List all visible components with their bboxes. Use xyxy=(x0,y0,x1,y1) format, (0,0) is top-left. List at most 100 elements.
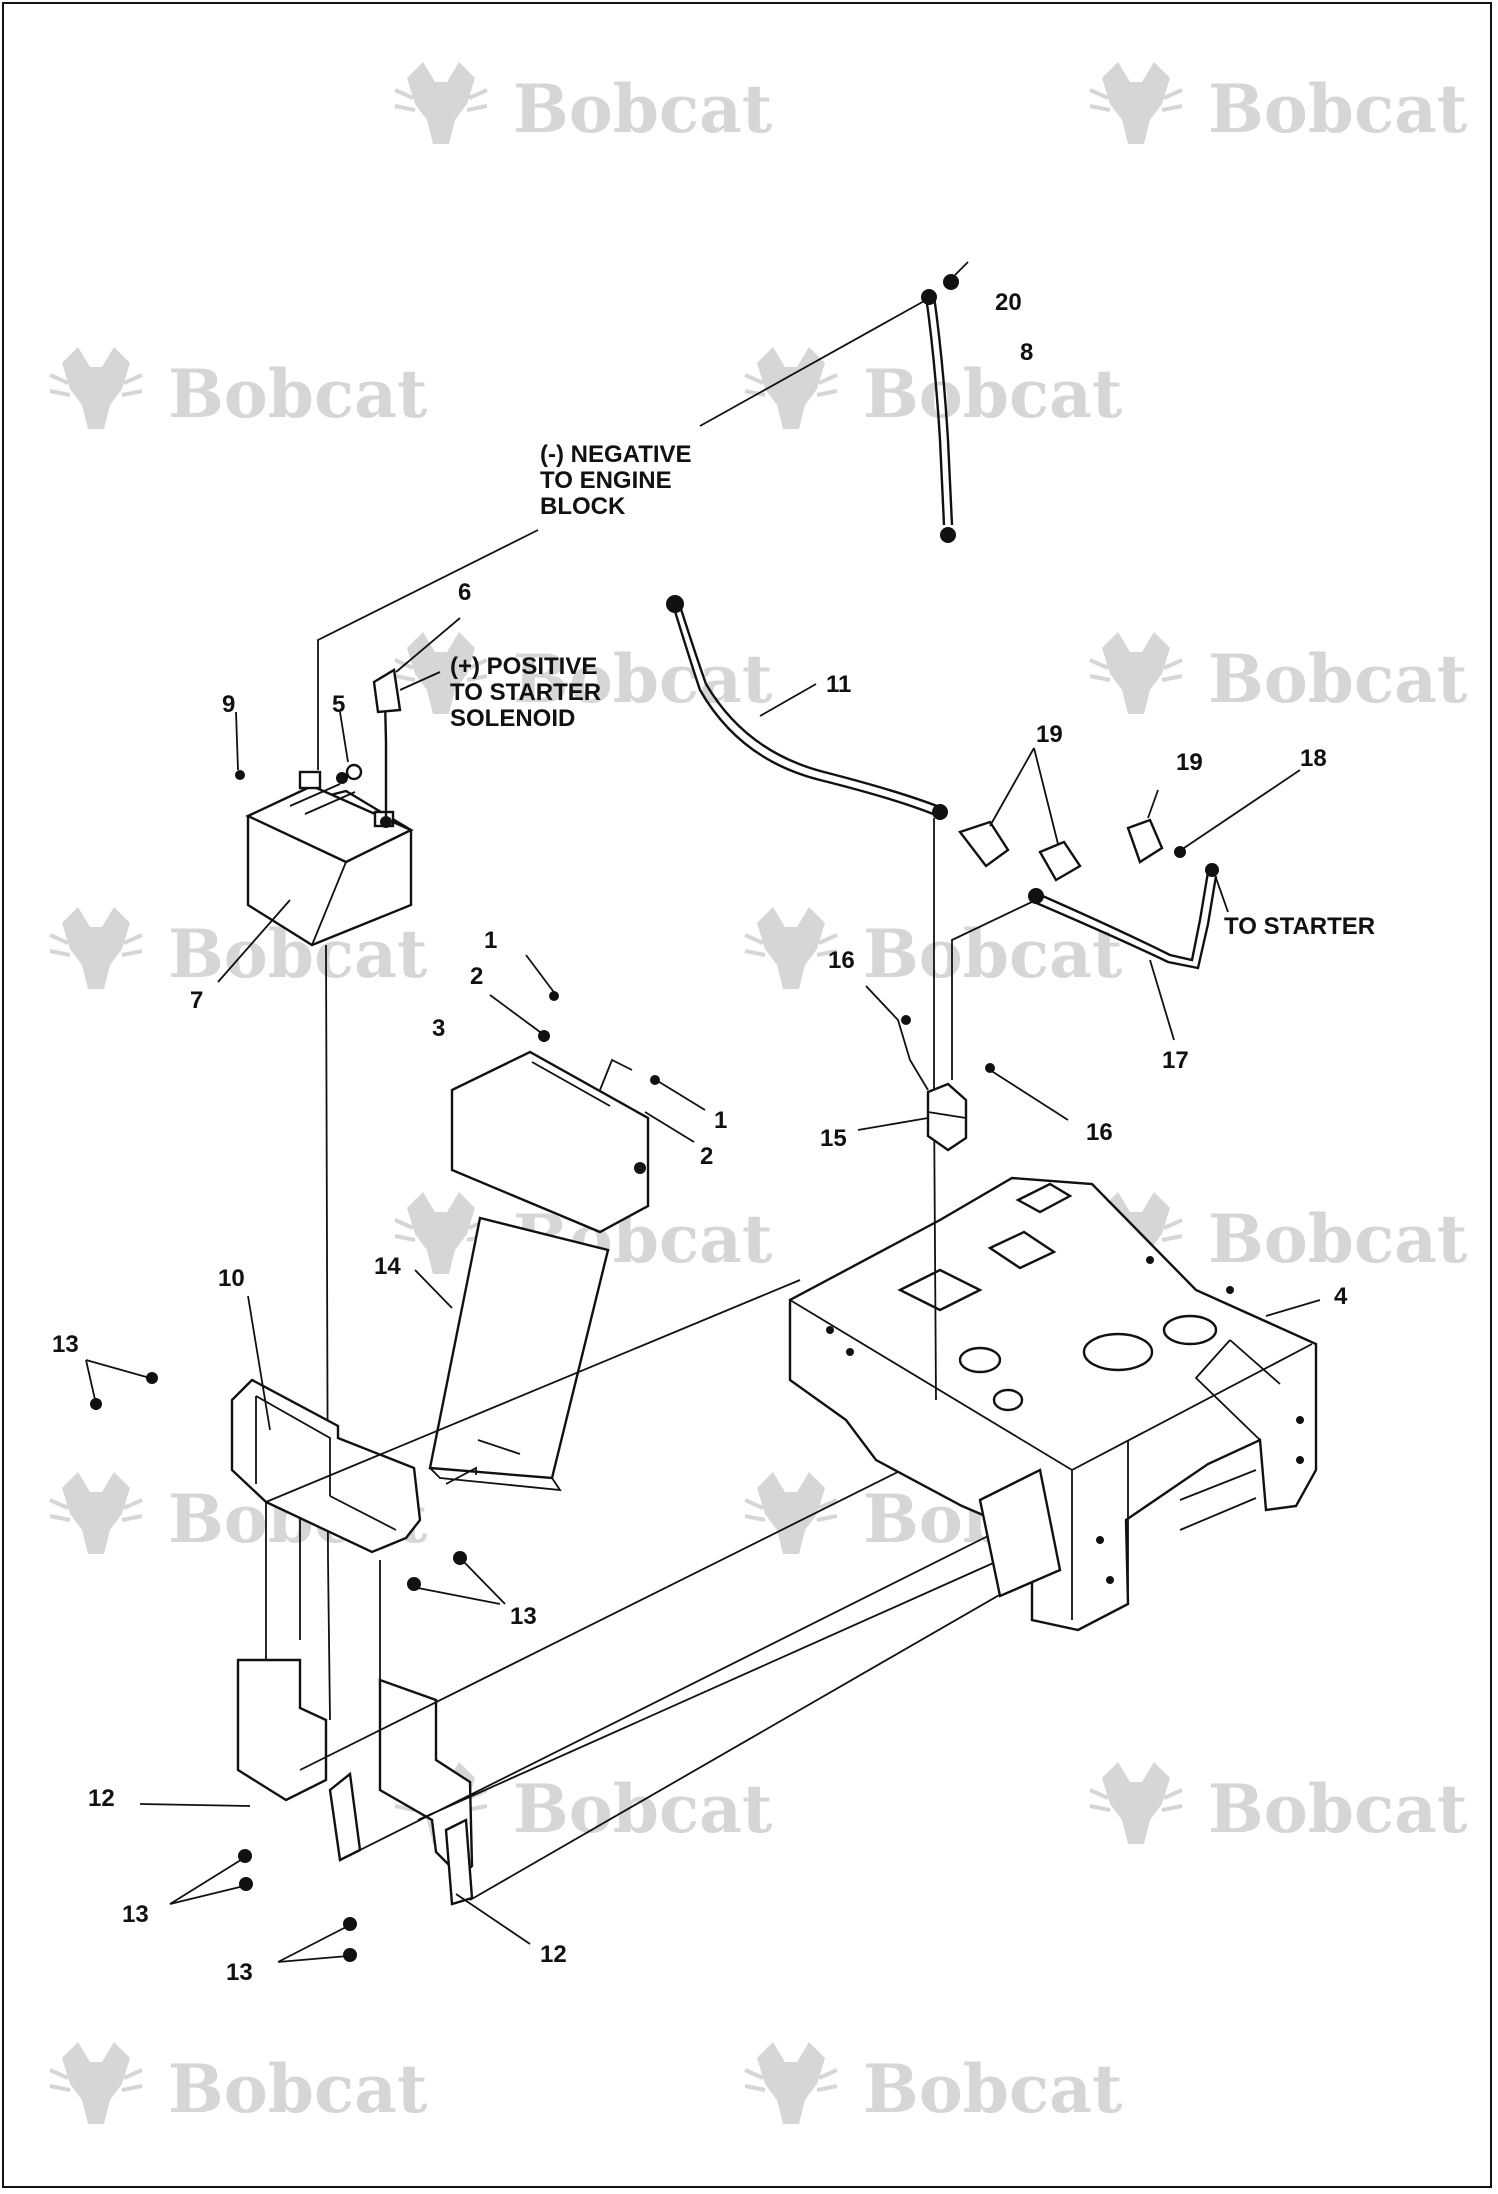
bobcat-logo-icon xyxy=(49,1472,143,1554)
item19-leaders xyxy=(989,747,1159,845)
watermark-text: Bobcat xyxy=(513,640,773,718)
item15-leader xyxy=(857,1117,929,1131)
cable-bracket xyxy=(926,1082,968,1152)
callout-3: 3 xyxy=(432,1015,445,1042)
bobcat-logo-icon xyxy=(1089,632,1183,714)
starter-note: TO STARTER xyxy=(1224,913,1375,940)
watermark: Bobcat xyxy=(394,632,773,718)
callout-16-right: 16 xyxy=(1086,1119,1113,1146)
callout-13-mid: 13 xyxy=(510,1603,537,1630)
bobcat-logo-icon xyxy=(394,1192,488,1274)
negative-note: (-) NEGATIVE TO ENGINE BLOCK xyxy=(540,441,692,520)
bobcat-logo-icon xyxy=(1089,1762,1183,1844)
item13-left-leaders xyxy=(85,1359,151,1405)
mounting-brackets xyxy=(236,1658,474,1906)
positive-cable xyxy=(666,595,948,820)
frame-assembly xyxy=(788,1176,1318,1632)
bobcat-logo-icon xyxy=(394,62,488,144)
bobcat-logo-icon xyxy=(1089,62,1183,144)
item1-lower-leader xyxy=(655,1079,706,1111)
negative-cable-leader xyxy=(317,529,539,770)
callout-5: 5 xyxy=(332,691,345,718)
watermark: Bobcat xyxy=(1089,1762,1468,1848)
nut-13b xyxy=(90,1398,102,1410)
callout-14: 14 xyxy=(374,1253,401,1280)
watermark: Bobcat xyxy=(49,347,428,433)
callout-8: 8 xyxy=(1020,339,1033,366)
mat-tie-line xyxy=(445,1466,477,1485)
bobcat-logo-icon xyxy=(744,347,838,429)
bolt-1-lower xyxy=(650,1075,660,1085)
watermark: Bobcat xyxy=(744,2042,1123,2128)
callout-6: 6 xyxy=(458,579,471,606)
watermark-layer: Bobcat Bobcat Bobcat Bobcat Bobcat Bobca… xyxy=(49,62,1468,2128)
callout-20: 20 xyxy=(995,289,1022,316)
callout-2-lower: 2 xyxy=(700,1143,713,1170)
callout-12-left: 12 xyxy=(88,1785,115,1812)
battery-tie-line xyxy=(325,944,331,1721)
item17-leader xyxy=(1149,959,1175,1041)
terminal-boots xyxy=(958,818,1164,882)
watermark-text: Bobcat xyxy=(863,915,1123,993)
callout-4: 4 xyxy=(1334,1283,1348,1310)
positive-cable-end xyxy=(372,668,402,714)
bobcat-logo-icon xyxy=(744,1472,838,1554)
positive-leader xyxy=(399,671,441,691)
bolt-9 xyxy=(235,770,245,780)
item6-leader xyxy=(395,617,461,673)
negative-leader xyxy=(699,299,927,427)
positive-note-line-2: TO STARTER xyxy=(450,679,601,706)
starter-cable-drop xyxy=(951,899,1037,1080)
battery-mat xyxy=(428,1216,610,1492)
watermark-text: Bobcat xyxy=(513,70,773,148)
negative-note-line-1: (-) NEGATIVE xyxy=(540,441,692,468)
item4-leader xyxy=(1265,1299,1321,1317)
bolt-13-l3 xyxy=(343,1917,357,1931)
callout-7: 7 xyxy=(190,987,203,1014)
item16-right-leader xyxy=(989,1069,1069,1121)
callout-12-right: 12 xyxy=(540,1941,567,1968)
nut-5-leader xyxy=(339,711,349,763)
bobcat-logo-icon xyxy=(49,907,143,989)
bolt-16a xyxy=(901,1015,911,1025)
bolt-13-l4 xyxy=(343,1948,357,1962)
callout-10: 10 xyxy=(218,1265,245,1292)
bobcat-logo-icon xyxy=(49,2042,143,2124)
watermark-text: Bobcat xyxy=(1208,640,1468,718)
nut-13d xyxy=(407,1577,421,1591)
positive-note-line-1: (+) POSITIVE xyxy=(450,653,597,680)
item16-left-leader xyxy=(865,985,929,1091)
bobcat-logo-icon xyxy=(744,907,838,989)
watermark-text: Bobcat xyxy=(863,2050,1123,2128)
bobcat-logo-icon xyxy=(49,347,143,429)
watermark-text: Bobcat xyxy=(168,355,428,433)
nut-18 xyxy=(1174,846,1186,858)
item18-leader xyxy=(1183,769,1301,849)
watermark: Bobcat xyxy=(744,347,1123,433)
battery-tray xyxy=(230,1378,422,1700)
watermark-text: Bobcat xyxy=(1208,1200,1468,1278)
positive-note: (+) POSITIVE TO STARTER SOLENOID xyxy=(450,653,601,732)
frame-tie-lines xyxy=(265,1279,1061,1901)
battery xyxy=(245,770,414,947)
callout-13-low-left: 13 xyxy=(122,1901,149,1928)
watermark-text: Bobcat xyxy=(513,1770,773,1848)
watermark: Bobcat xyxy=(1089,632,1468,718)
watermark-text: Bobcat xyxy=(1208,70,1468,148)
callout-19-right: 19 xyxy=(1176,749,1203,776)
watermark-text: Bobcat xyxy=(863,355,1123,433)
item2-lower-leader xyxy=(644,1111,695,1143)
item13-low-leaders xyxy=(169,1857,349,1963)
bobcat-logo-icon xyxy=(744,2042,838,2124)
callout-18: 18 xyxy=(1300,745,1327,772)
bolt-16b xyxy=(985,1063,995,1073)
positive-note-line-3: SOLENOID xyxy=(450,705,575,732)
watermark: Bobcat xyxy=(49,907,428,993)
bolt-13-l2 xyxy=(239,1877,253,1891)
callout-11: 11 xyxy=(826,671,851,698)
bobcat-logo-icon xyxy=(394,632,488,714)
watermark: Bobcat xyxy=(744,907,1123,993)
callout-19-left: 19 xyxy=(1036,721,1063,748)
bolt-9-leader xyxy=(235,711,239,771)
